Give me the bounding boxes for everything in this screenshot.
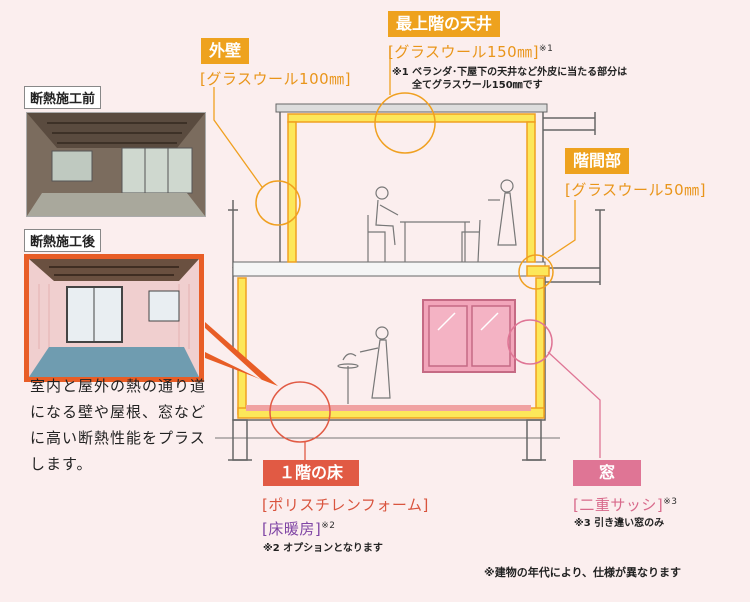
people-illustration xyxy=(337,179,517,404)
top-ceiling-note-line1: ※1 ベランダ･下屋下の天井など外皮に当たる部分は xyxy=(392,67,628,78)
first-floor-mark: ※2 xyxy=(321,521,336,531)
callout-circle-intermediate xyxy=(518,254,554,290)
outer-wall-spec: [グラスウール100㎜] xyxy=(200,70,352,88)
intermediate-insulation xyxy=(526,265,550,277)
floor-heating xyxy=(246,405,531,411)
intermediate-spec: [グラスウール50㎜] xyxy=(565,181,706,199)
description-text: 室内と屋外の熱の通り道になる壁や屋根、窓などに高い断熱性能をプラスします。 xyxy=(30,377,207,473)
intermediate-slab xyxy=(232,261,546,277)
footnote: ※建物の年代により、仕様が異なります xyxy=(484,566,682,579)
first-floor-note: ※2 オプションとなります xyxy=(263,543,383,554)
first-floor-title: １階の床 xyxy=(263,460,360,486)
top-ceiling-mark: ※1 xyxy=(539,44,554,54)
callout-circle-window xyxy=(507,319,553,365)
before-photo-image xyxy=(27,113,205,216)
before-photo-label: 断熱施工前 xyxy=(24,86,102,109)
window-mark: ※3 xyxy=(663,497,678,507)
foundation xyxy=(228,419,546,461)
wall-insulation-2f-right xyxy=(526,121,536,263)
double-window xyxy=(422,299,516,373)
callout-circle-outer-wall xyxy=(255,180,301,226)
leader-lines xyxy=(213,46,601,460)
after-photo xyxy=(24,254,204,382)
photo-pointer xyxy=(205,322,278,386)
top-ceiling-spec: [グラスウール150㎜] xyxy=(388,43,540,61)
top-ceiling-note-line2: 全てグラスウール150㎜です xyxy=(412,80,543,91)
wall-insulation-1f-left xyxy=(237,277,247,415)
photo-pointer-inner xyxy=(205,328,262,380)
first-floor-option: [床暖房] xyxy=(262,520,322,538)
callout-circle-ceiling xyxy=(374,92,436,154)
after-photo-label: 断熱施工後 xyxy=(24,229,102,252)
window-title: 窓 xyxy=(573,460,642,486)
before-photo xyxy=(26,112,206,217)
after-photo-image xyxy=(29,259,199,377)
outer-wall-title: 外壁 xyxy=(201,38,250,64)
roof-eave xyxy=(275,103,548,113)
window-spec: [二重サッシ] xyxy=(573,496,664,514)
window-spec-wrap: [二重サッシ]※3 xyxy=(573,494,678,515)
first-floor-option-wrap: [床暖房]※2 xyxy=(262,518,336,539)
top-ceiling-spec-wrap: [グラスウール150㎜]※1 xyxy=(388,41,553,62)
wall-insulation-2f-left xyxy=(287,121,297,263)
callout-circle-floor xyxy=(269,381,331,443)
first-floor-spec: [ポリスチレンフォーム] xyxy=(262,496,429,514)
wall-insulation-1f-right xyxy=(535,277,545,415)
top-ceiling-title: 最上階の天井 xyxy=(388,11,501,37)
intermediate-title: 階間部 xyxy=(565,148,630,174)
window-note: ※3 引き違い窓のみ xyxy=(574,518,665,529)
ceiling-insulation xyxy=(287,113,536,123)
